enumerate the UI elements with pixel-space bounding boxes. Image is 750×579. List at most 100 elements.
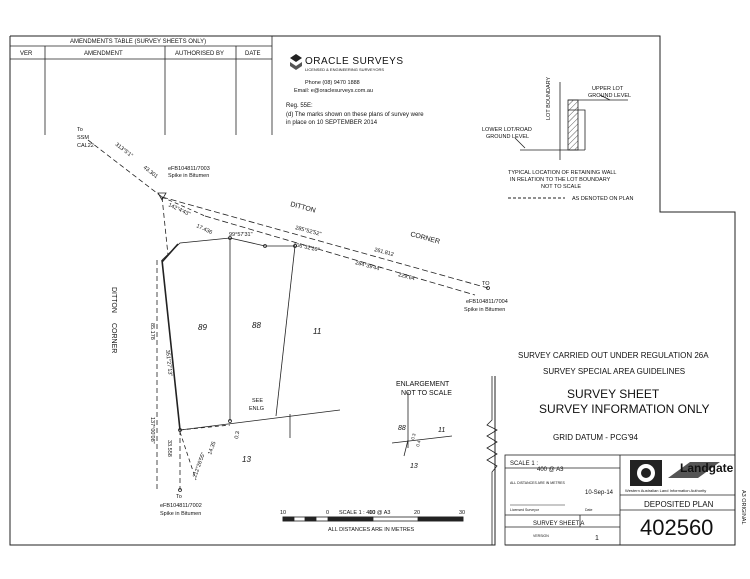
scale-tick-0: 10 [280, 510, 286, 516]
wall-caption-3: NOT TO SCALE [541, 184, 581, 190]
bearing-top1: 285°52'52" [294, 225, 321, 238]
distance-left: 85.178 [149, 323, 155, 340]
top-mark-id: eFB104811/7003 [168, 166, 210, 172]
tb-plan-label: DEPOSITED PLAN [644, 500, 714, 509]
distance-top1: 261.812 [373, 247, 394, 258]
scale-bar-label: SCALE 1 : 400 @ A3 [339, 510, 390, 516]
tb-scale-value: 400 @ A3 [537, 467, 564, 473]
col-authorised: AUTHORISED BY [175, 51, 224, 57]
scale-tick-3: 20 [414, 510, 420, 516]
lot-13: 13 [242, 455, 251, 464]
bottom-mark-desc: Spike in Bitumen [160, 511, 201, 517]
bearing-left2: 137°00'08" [149, 417, 155, 444]
tb-version-value: 1 [595, 535, 599, 542]
reg-line2: (d) The marks shown on these plans of su… [286, 112, 424, 118]
scale-tick-1: 0 [326, 510, 329, 516]
company-phone: Phone (08) 9470 1888 [305, 80, 360, 86]
lot-89: 89 [198, 323, 207, 332]
amendments-title: AMENDMENTS TABLE (SURVEY SHEETS ONLY) [70, 39, 206, 45]
col-amendment: AMENDMENT [84, 51, 123, 57]
upper-lot-label: UPPER LOT [592, 86, 624, 92]
bearing-left: 351°27'13" [164, 350, 173, 377]
scale-tick-2: 10 [369, 510, 375, 516]
top-mark-desc: Spike in Bitumen [168, 173, 209, 179]
see-enlg-2: ENLG [249, 406, 264, 412]
bottom-mark-id: eFB104811/7002 [160, 503, 202, 509]
distance-small: 0.3 [234, 431, 241, 440]
company-tagline: LICENSED & ENGINEERING SURVEYORS [305, 67, 384, 72]
bottom-mark-to: To [176, 494, 182, 500]
distance-left2: 33.558 [166, 440, 172, 457]
col-date: DATE [245, 51, 261, 57]
survey-line1: SURVEY CARRIED OUT UNDER REGULATION 26A [518, 351, 709, 360]
distance-bottom: 14.35 [207, 441, 217, 456]
enl-b1: 0.3 [410, 432, 417, 440]
distance-top2: 229.64 [397, 272, 415, 282]
lot-88: 88 [252, 321, 261, 330]
enlargement-linework [391, 392, 453, 457]
right-mark-to: TO [482, 281, 490, 287]
scale-tick-4: 30 [459, 510, 465, 516]
ssm-code: CAL22 [77, 143, 94, 149]
right-mark-id: eFB104811/7004 [466, 299, 508, 305]
street-ditton-left: DITTON [110, 287, 117, 313]
company-name: ORACLE SURVEYS [305, 56, 404, 67]
survey-marks [157, 192, 490, 492]
scale-bar-caption: ALL DISTANCES ARE IN METRES [328, 527, 415, 533]
plan-linework [87, 139, 489, 490]
tb-date: 10-Sep-14 [585, 490, 614, 496]
street-ditton-top: DITTON [289, 201, 316, 214]
col-ver: VER [20, 51, 33, 57]
enl-b2: 0.4 [415, 439, 422, 447]
tb-version-label: VERSION [533, 534, 549, 538]
scale-bar [282, 516, 464, 522]
street-corner-left: CORNER [110, 323, 117, 353]
amendments-table [10, 36, 273, 135]
see-enlg-1: SEE [252, 398, 263, 404]
enlargement-title: ENLARGEMENT [396, 381, 450, 388]
wa-crest-icon [630, 460, 662, 486]
lot-11: 11 [313, 327, 321, 336]
oracle-logo-icon [290, 54, 302, 70]
break-line [486, 376, 498, 545]
lower-ground-label: GROUND LEVEL [486, 134, 529, 140]
distance-ssm: 43.301 [142, 165, 159, 180]
company-email: Email: e@oraclesurveys.com.au [294, 88, 373, 94]
tb-date-label: Date [585, 508, 592, 512]
title-block [504, 454, 736, 546]
tb-surveyor-note: Licensed Surveyor [510, 508, 540, 512]
right-mark-desc: Spike in Bitumen [464, 307, 505, 313]
reg-line3: in place on 10 SEPTEMBER 2014 [286, 120, 378, 126]
grid-datum: GRID DATUM - PCG'94 [553, 433, 638, 442]
bearing-lot1: 99°57'31" [229, 232, 253, 238]
tb-side-text: A3 ORIGINAL [740, 490, 746, 525]
survey-title1: SURVEY SHEET [567, 387, 660, 401]
reg-line1: Reg. 55E: [286, 103, 313, 109]
enl-lot-13: 13 [410, 463, 418, 470]
retaining-wall-diagram [514, 82, 628, 160]
upper-ground-label: GROUND LEVEL [588, 93, 631, 99]
enl-lot-11: 11 [438, 427, 445, 434]
wall-caption-2: IN RELATION TO THE LOT BOUNDARY [510, 177, 611, 183]
tb-small-note: ALL DISTANCES ARE IN METRES [510, 481, 566, 485]
lower-lot-label: LOWER LOT/ROAD [482, 127, 532, 133]
ssm-to: To [77, 127, 83, 133]
enl-lot-88: 88 [398, 425, 406, 432]
tb-landgate-sub: Western Australian Land Information Auth… [625, 488, 706, 493]
bearing-bottom: 212°26'55" [192, 452, 207, 479]
survey-line2: SURVEY SPECIAL AREA GUIDELINES [543, 367, 685, 376]
street-corner-top: CORNER [409, 231, 440, 246]
tb-landgate: Landgate [680, 461, 734, 475]
enlargement-subtitle: NOT TO SCALE [401, 390, 452, 397]
landgate-logo-icon [668, 462, 720, 478]
lot-boundary-label: LOT BOUNDARY [546, 76, 552, 120]
ssm-name: SSM [77, 135, 89, 141]
bearing-diag: 142°4'43" [167, 202, 191, 217]
distance-diag: 17.436 [195, 223, 213, 236]
tb-plan-number: 402560 [640, 515, 713, 540]
bearing-ssm: 313°5'1" [114, 142, 134, 159]
bearing-top2: 284°39'44" [354, 260, 381, 273]
tb-scale-label: SCALE 1 : [510, 461, 538, 467]
survey-title2: SURVEY INFORMATION ONLY [539, 402, 709, 416]
